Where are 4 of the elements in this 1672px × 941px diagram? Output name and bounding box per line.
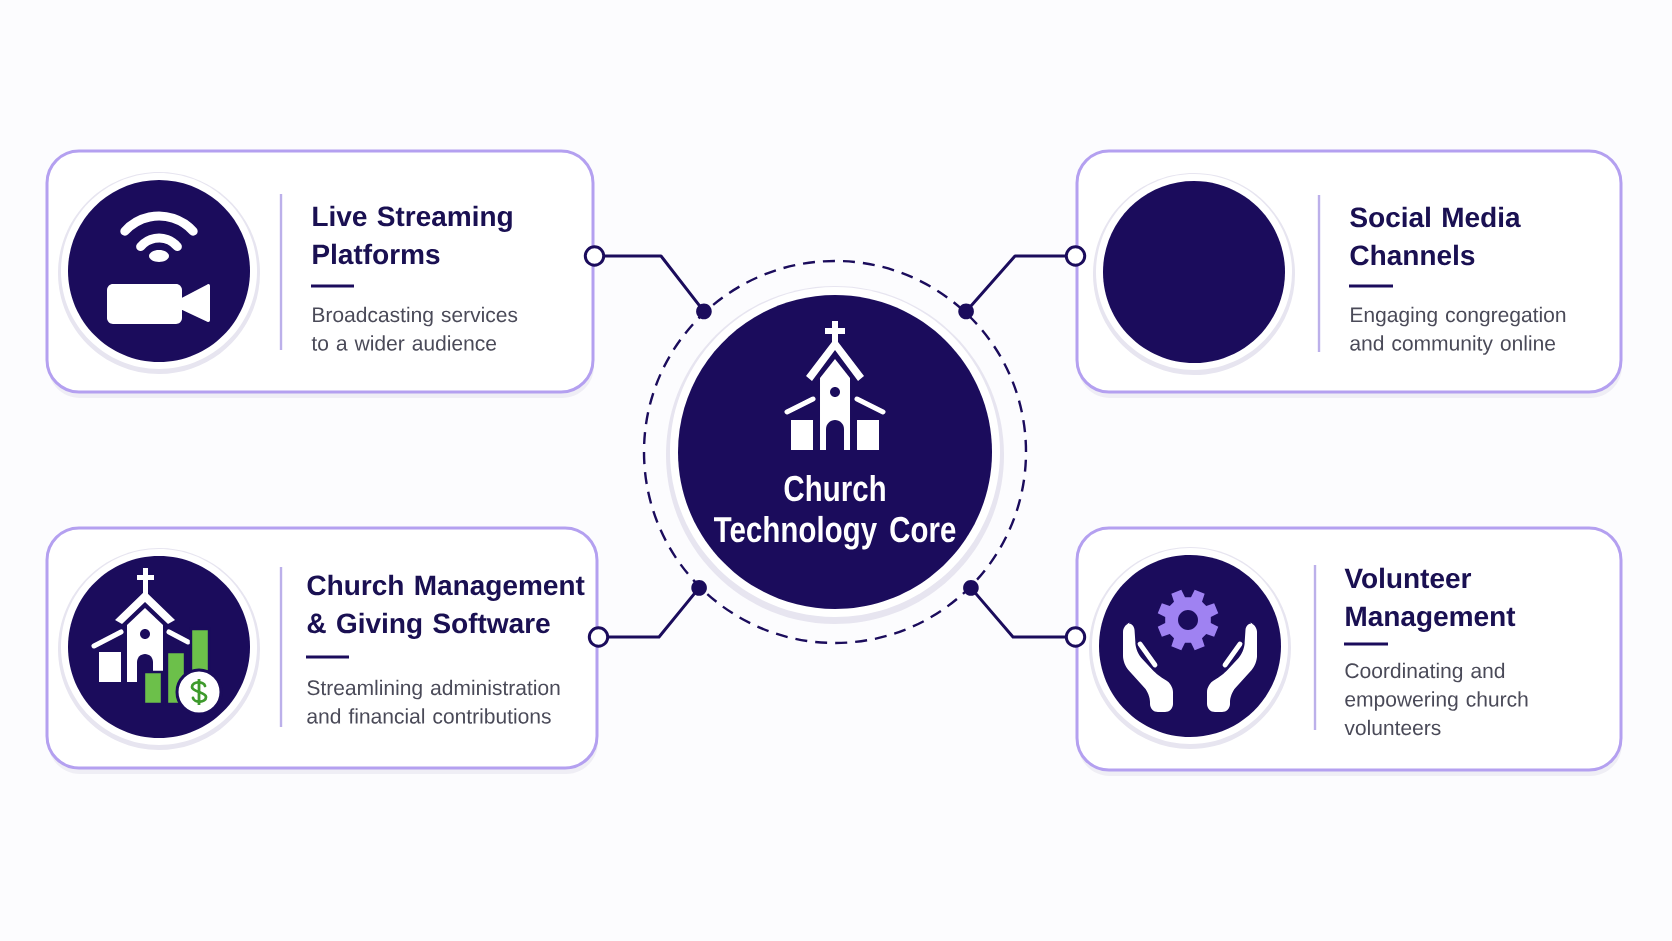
connector xyxy=(583,245,712,320)
connector xyxy=(963,580,1087,648)
connector xyxy=(958,245,1087,320)
connector xyxy=(587,580,707,648)
